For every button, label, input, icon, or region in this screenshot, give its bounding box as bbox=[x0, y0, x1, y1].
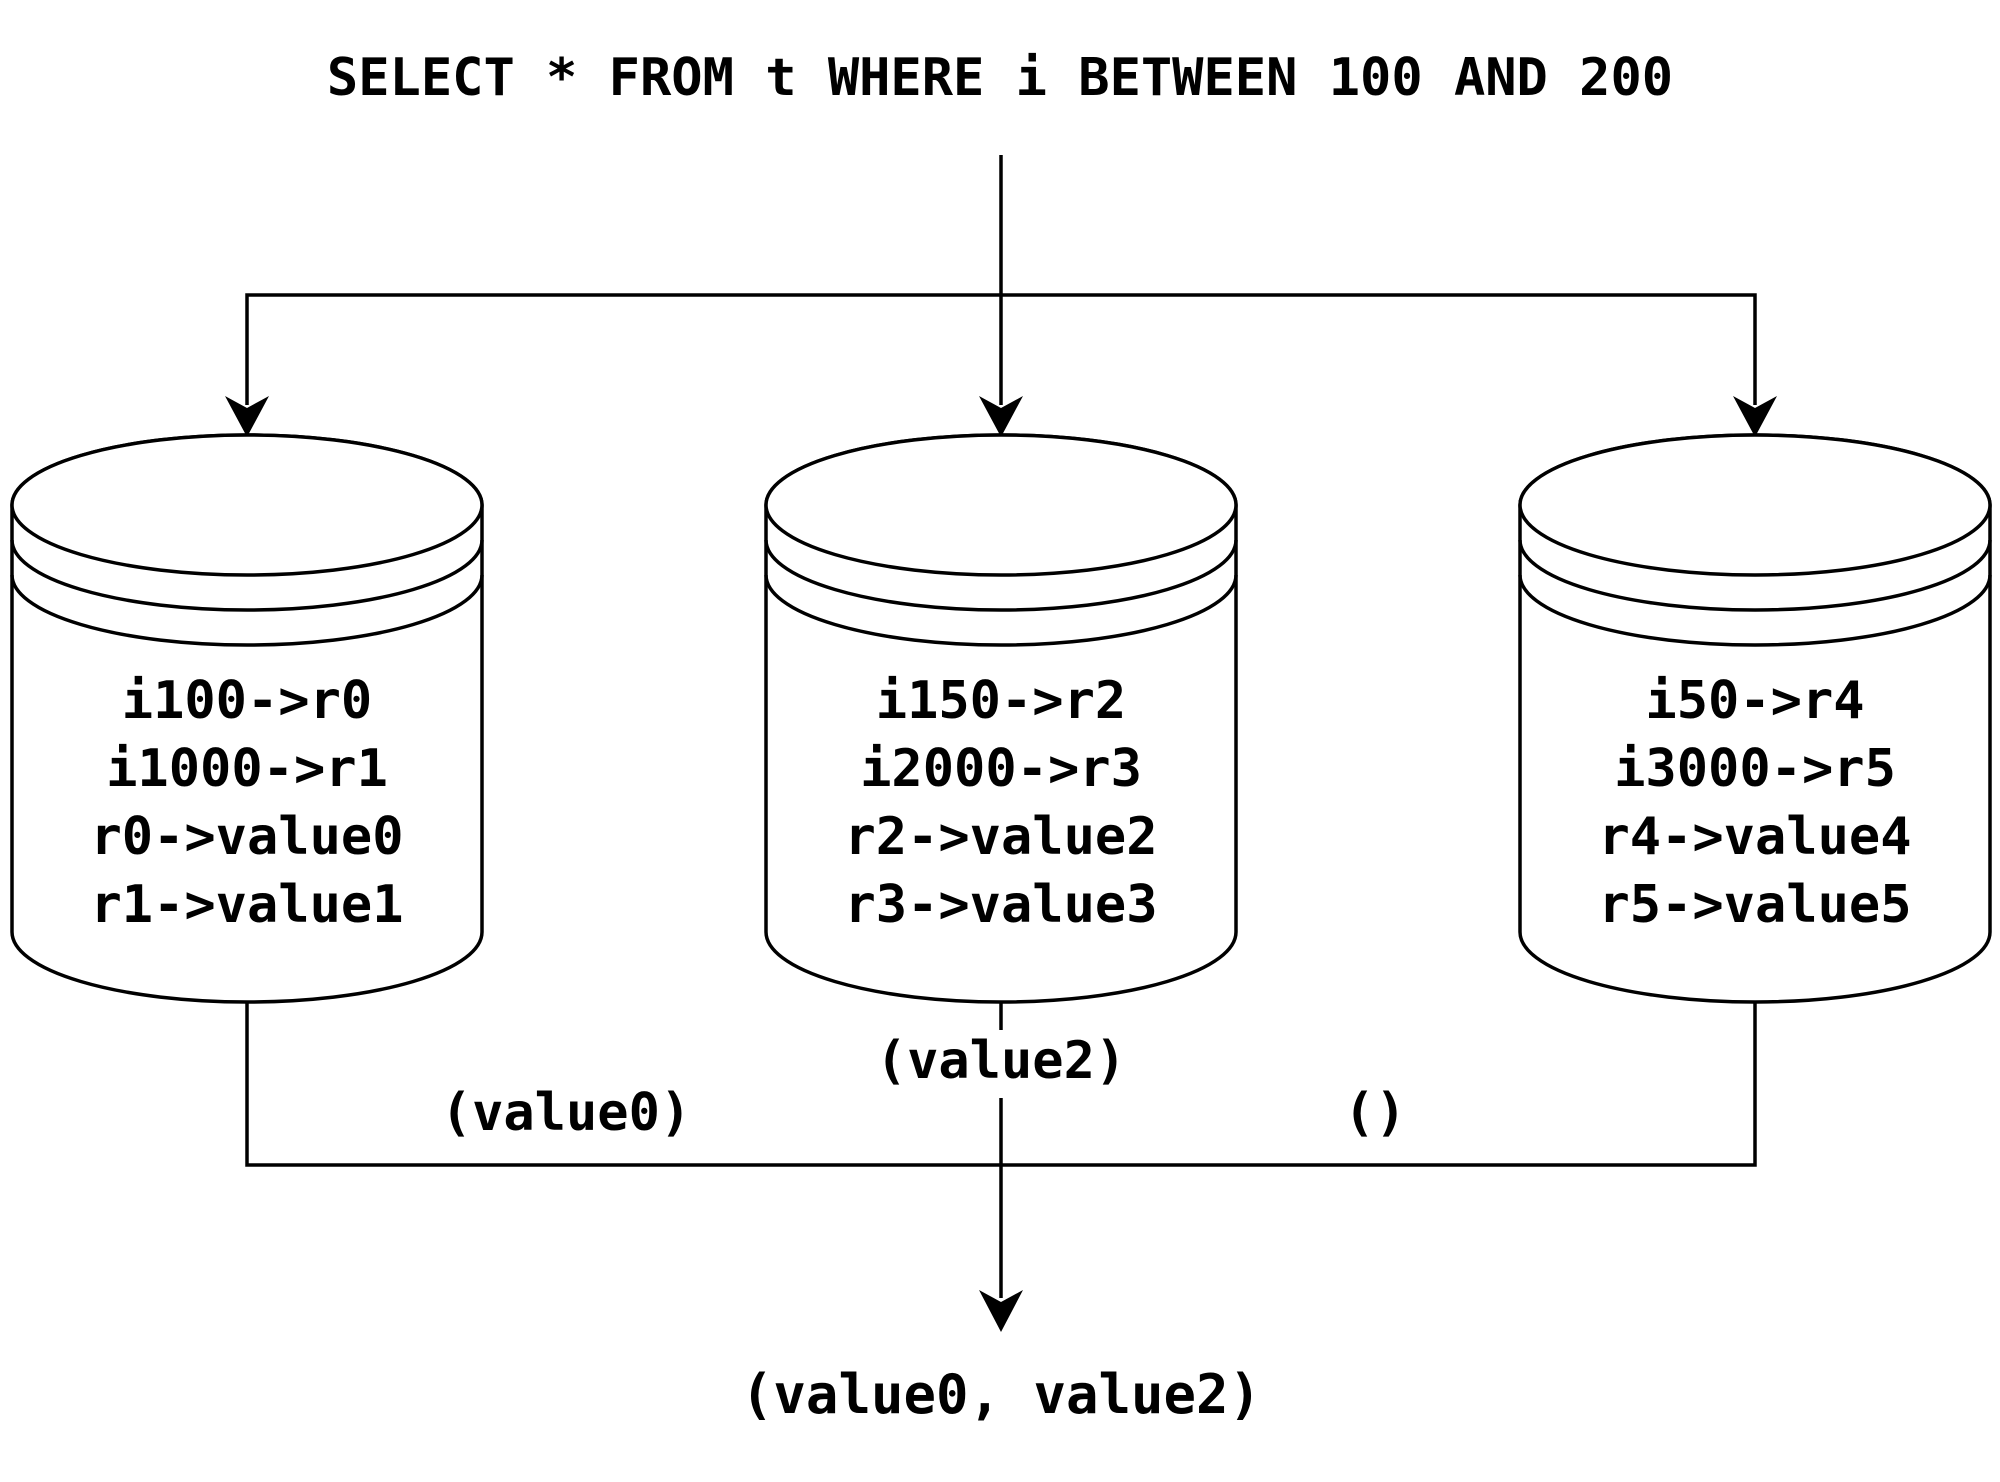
partial-result-node-2: (value2) bbox=[876, 1031, 1126, 1091]
index-entry: i150->r2 bbox=[876, 671, 1126, 731]
database-cylinder-top bbox=[1518, 433, 1992, 577]
arrowhead-node-3 bbox=[1733, 396, 1777, 437]
row-entry: r5->value5 bbox=[1598, 875, 1911, 935]
query-text: SELECT * FROM t WHERE i BETWEEN 100 AND … bbox=[327, 48, 1673, 108]
query-fanout-edges bbox=[225, 155, 1777, 437]
partial-result-node-1: (value0) bbox=[441, 1083, 691, 1143]
database-node-1: i100->r0 i1000->r1 r0->value0 r1->value1 bbox=[10, 433, 484, 1004]
arrowhead-final bbox=[979, 1290, 1023, 1332]
database-cylinder-ring bbox=[1518, 539, 1992, 612]
index-entry: i3000->r5 bbox=[1614, 739, 1896, 799]
index-entry: i1000->r1 bbox=[106, 739, 388, 799]
index-entry: i50->r4 bbox=[1645, 671, 1864, 731]
database-cylinder-ring bbox=[1518, 574, 1992, 647]
index-entry: i100->r0 bbox=[122, 671, 372, 731]
database-cylinder-ring bbox=[764, 539, 1238, 612]
database-node-2: i150->r2 i2000->r3 r2->value2 r3->value3 bbox=[764, 433, 1238, 1004]
row-entry: r2->value2 bbox=[844, 807, 1157, 867]
arrowhead-node-1 bbox=[225, 396, 269, 437]
database-cylinder-ring bbox=[10, 574, 484, 647]
database-node-3: i50->r4 i3000->r5 r4->value4 r5->value5 bbox=[1518, 433, 1992, 1004]
database-cylinder-ring bbox=[10, 539, 484, 612]
database-cylinder-ring bbox=[764, 574, 1238, 647]
index-entry: i2000->r3 bbox=[860, 739, 1142, 799]
row-entry: r4->value4 bbox=[1598, 807, 1911, 867]
row-entry: r1->value1 bbox=[90, 875, 403, 935]
row-entry: r3->value3 bbox=[844, 875, 1157, 935]
arrowhead-node-2 bbox=[979, 396, 1023, 437]
database-cylinder-top bbox=[764, 433, 1238, 577]
database-cylinder-top bbox=[10, 433, 484, 577]
query-bus-edge bbox=[245, 293, 1757, 405]
partial-result-node-3: () bbox=[1344, 1083, 1407, 1143]
row-entry: r0->value0 bbox=[90, 807, 403, 867]
final-result: (value0, value2) bbox=[741, 1363, 1261, 1426]
result-label-mask bbox=[860, 1030, 1142, 1098]
